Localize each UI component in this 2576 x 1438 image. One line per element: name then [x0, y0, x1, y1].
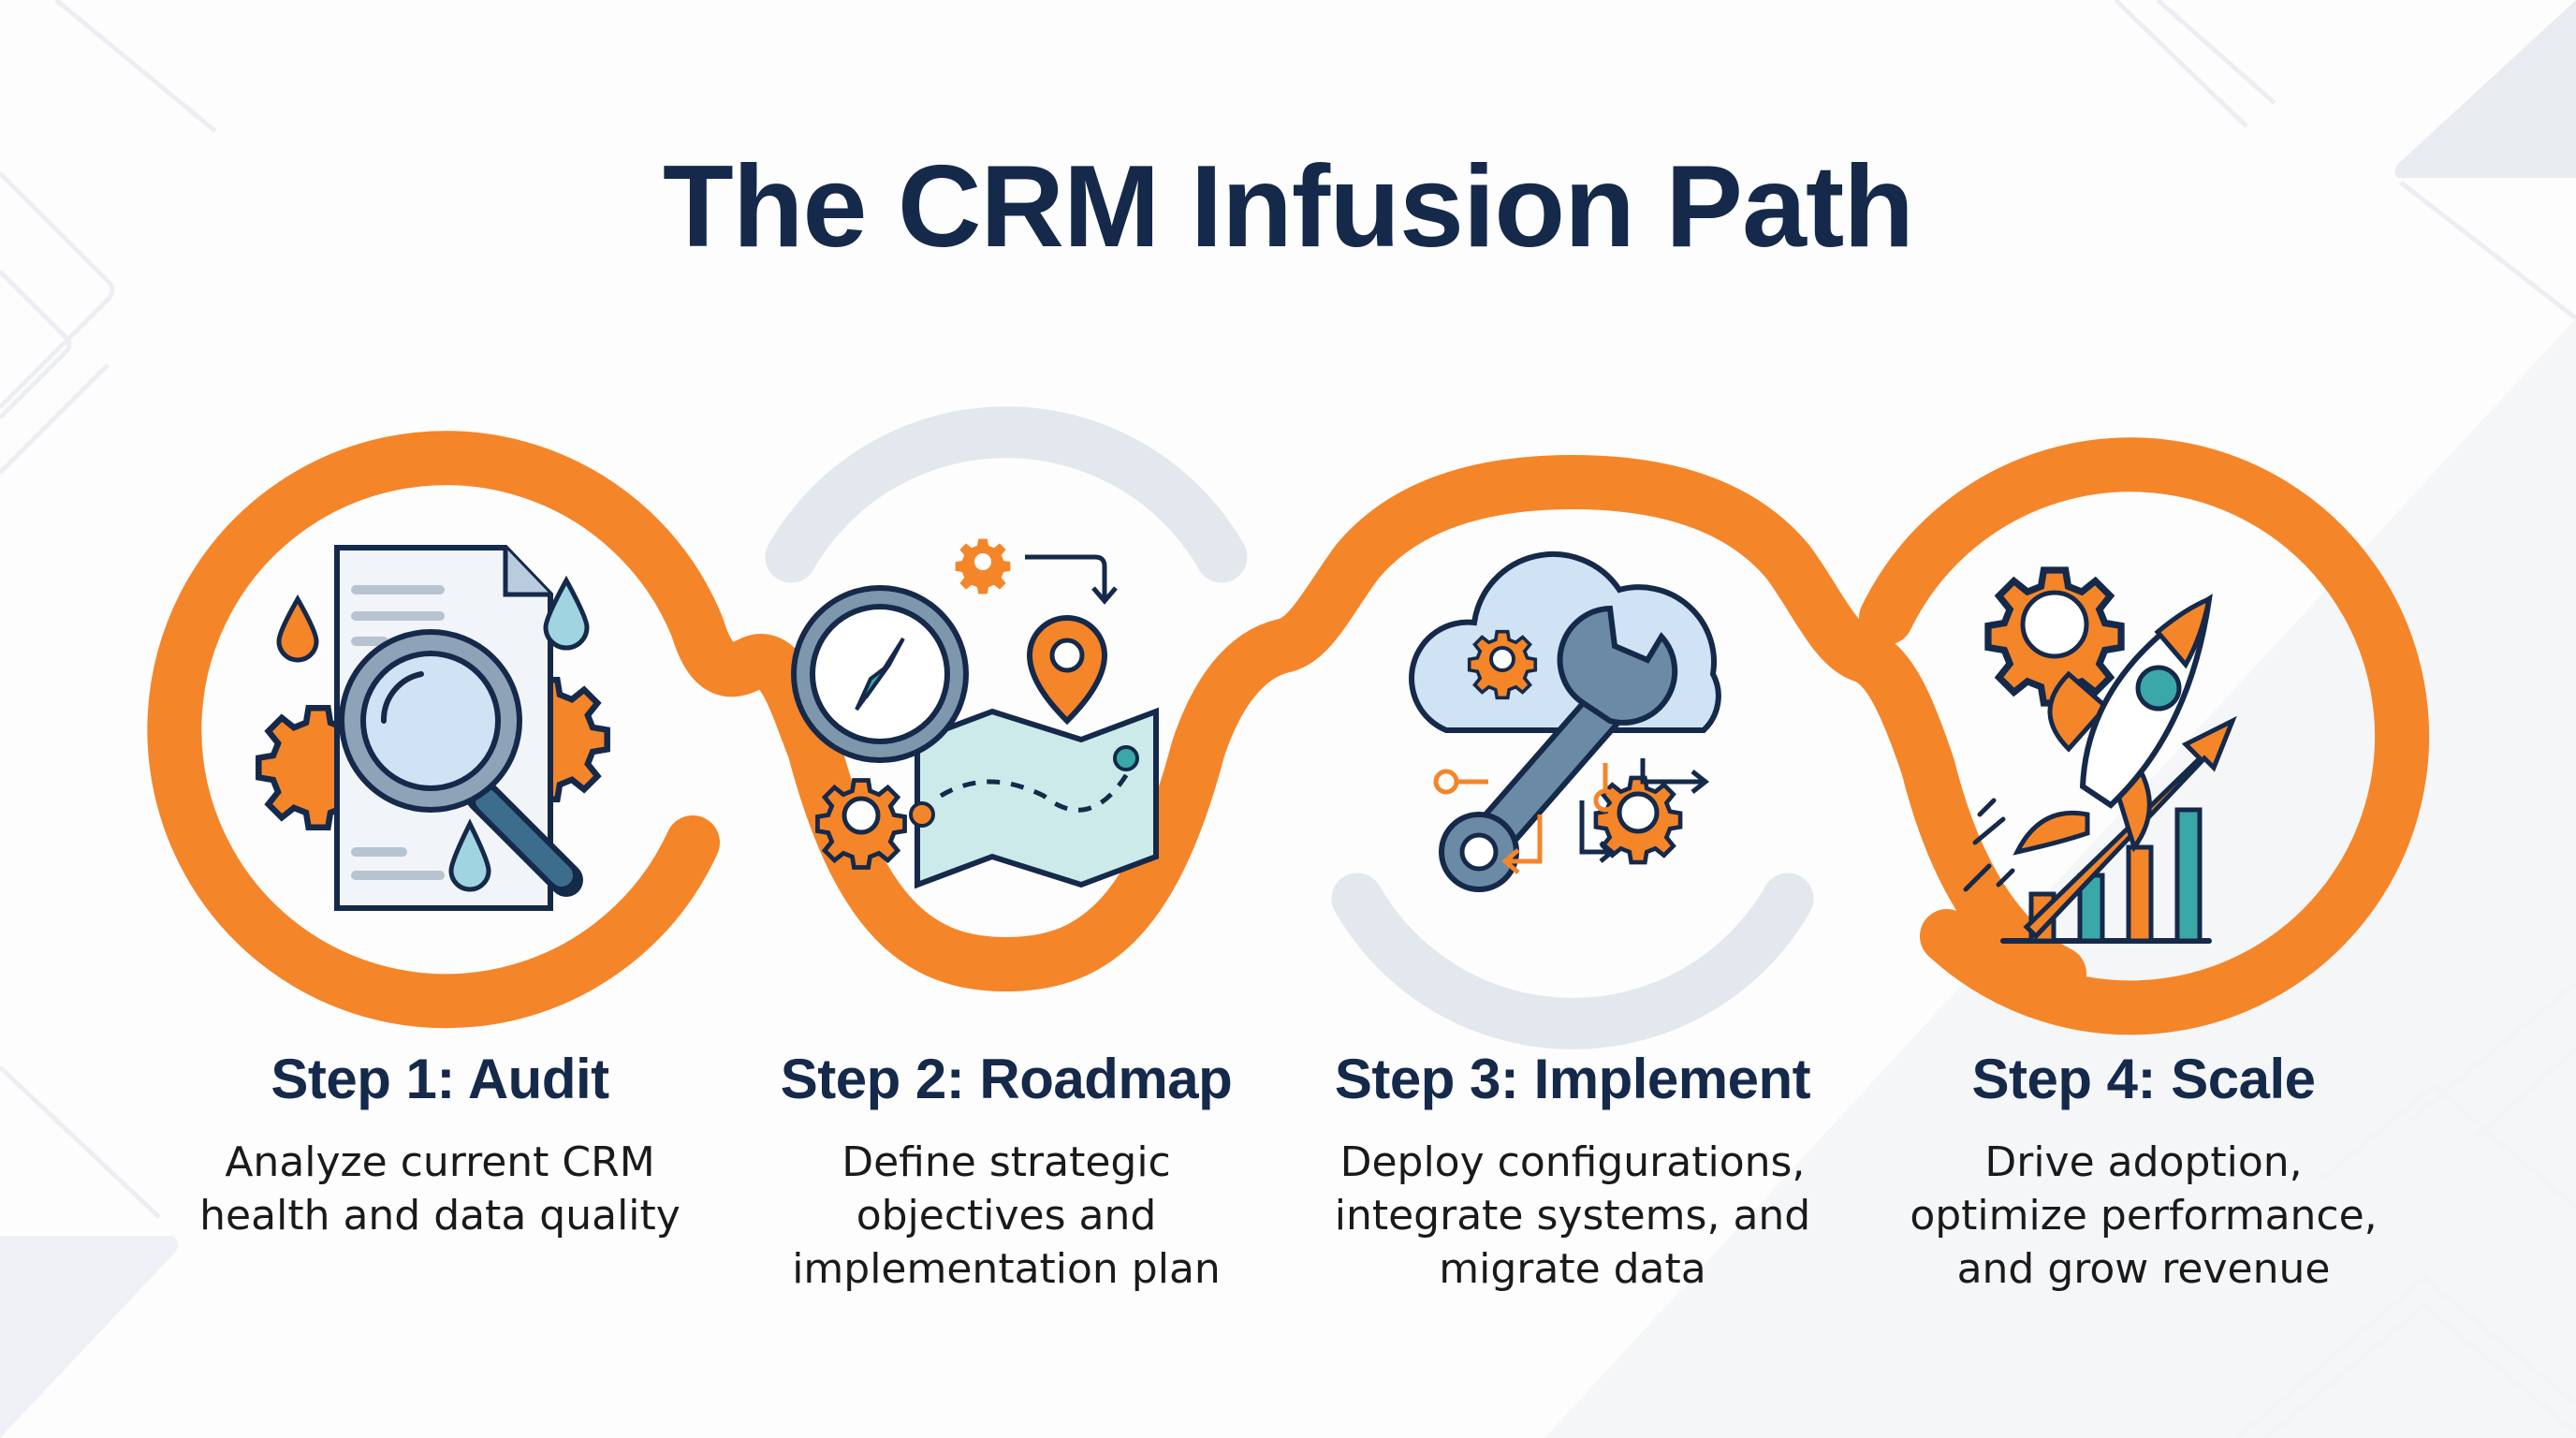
step-description-line: Drive adoption, — [1984, 1138, 2303, 1186]
step-title: Step 1: Audit — [271, 1048, 609, 1110]
step-description-line: integrate systems, and — [1334, 1192, 1811, 1240]
track-arc-step3-bottom — [1331, 873, 1814, 1049]
bg-triangle-top-right — [2394, 0, 2576, 178]
step-2: Step 2: Roadmap Define strategic objecti… — [744, 1047, 1268, 1296]
rocket-growth-chart-icon — [1963, 570, 2237, 944]
step-3: Step 3: Implement Deploy configurations,… — [1310, 1047, 1835, 1296]
step-title: Step 4: Scale — [1971, 1048, 2316, 1110]
compass-map-icon — [791, 538, 1159, 889]
step-description-line: implementation plan — [792, 1245, 1221, 1293]
step-title: Step 3: Implement — [1334, 1048, 1811, 1110]
step-title: Step 2: Roadmap — [780, 1048, 1233, 1110]
bg-chevron-left-top — [0, 171, 115, 409]
step-description: Define strategic objectives and implemen… — [744, 1136, 1268, 1296]
step-4: Step 4: Scale Drive adoption, optimize p… — [1881, 1047, 2406, 1296]
step-description: Deploy configurations, integrate systems… — [1310, 1136, 1835, 1296]
step-1: Step 1: Audit Analyze current CRM health… — [178, 1047, 702, 1242]
bg-triangle-right — [1544, 318, 2576, 1438]
orange-ring-step1 — [147, 431, 2086, 1029]
step-description-line: health and data quality — [199, 1192, 681, 1240]
orange-ring-step4 — [1859, 437, 2429, 1035]
cloud-wrench-gears-icon — [1409, 550, 1721, 892]
step-description-line: optimize performance, — [1910, 1192, 2378, 1240]
page-title: The CRM Infusion Path — [662, 142, 1914, 271]
track-arc-step2-top — [765, 406, 1248, 583]
step-description-line: and grow revenue — [1956, 1245, 2331, 1293]
document-magnifier-gears-icon — [258, 545, 607, 911]
step-description-line: objectives and — [856, 1192, 1157, 1240]
step-description: Drive adoption, optimize performance, an… — [1881, 1136, 2406, 1296]
step-description: Analyze current CRM health and data qual… — [178, 1136, 702, 1242]
step-description-line: Analyze current CRM — [225, 1138, 655, 1186]
step-description-line: migrate data — [1439, 1245, 1706, 1293]
step-description-line: Deploy configurations, — [1339, 1138, 1806, 1186]
step-description-line: Define strategic — [842, 1138, 1171, 1186]
bg-triangle-bottom-left — [0, 1236, 178, 1438]
